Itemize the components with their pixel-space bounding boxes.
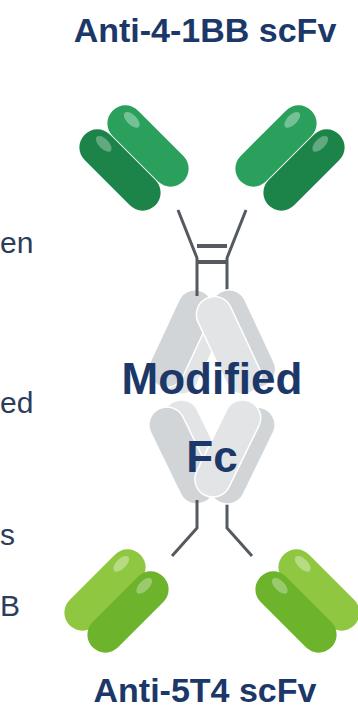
highlight [292,553,313,574]
node-label: Modified Fc [110,340,314,496]
highlight [269,575,290,596]
scfv-domain [256,122,352,218]
scfv-domain [80,564,176,660]
linker-strand [227,500,252,556]
fragment-label: ed [0,386,33,420]
linker-strand [178,210,197,296]
fragment-label: en [0,226,33,260]
highlight [111,553,132,574]
disulfide-bond [197,260,227,264]
disulfide-bonds [197,246,227,262]
highlight [134,575,155,596]
domain-capsule [80,564,176,660]
scfv-group: Anti-5T4 scFv [40,556,358,712]
linker-strand [172,500,197,556]
domain-capsule [248,564,344,660]
domain-capsule [256,122,352,218]
fragment-label: s [0,518,15,552]
highlight [282,109,303,130]
anti-4-1bb-scfv-pair [72,98,352,218]
node-label: Anti-5T4 scFv [94,670,317,710]
anti-5t4-scfv-pair [57,542,358,660]
linker-strand [227,210,246,296]
highlight [121,109,142,130]
scfv-domain [248,564,344,660]
highlight [93,133,114,154]
scfv-domain [72,122,168,218]
fc-region: Modified Fc [110,296,314,500]
domain-capsule [72,122,168,218]
highlight [310,133,331,154]
scfv-group: Anti-4-1BB scFv [40,0,358,210]
fragment-label: B [0,589,20,623]
node-label: Anti-4-1BB scFv [74,10,337,50]
disulfide-bond [197,244,227,248]
